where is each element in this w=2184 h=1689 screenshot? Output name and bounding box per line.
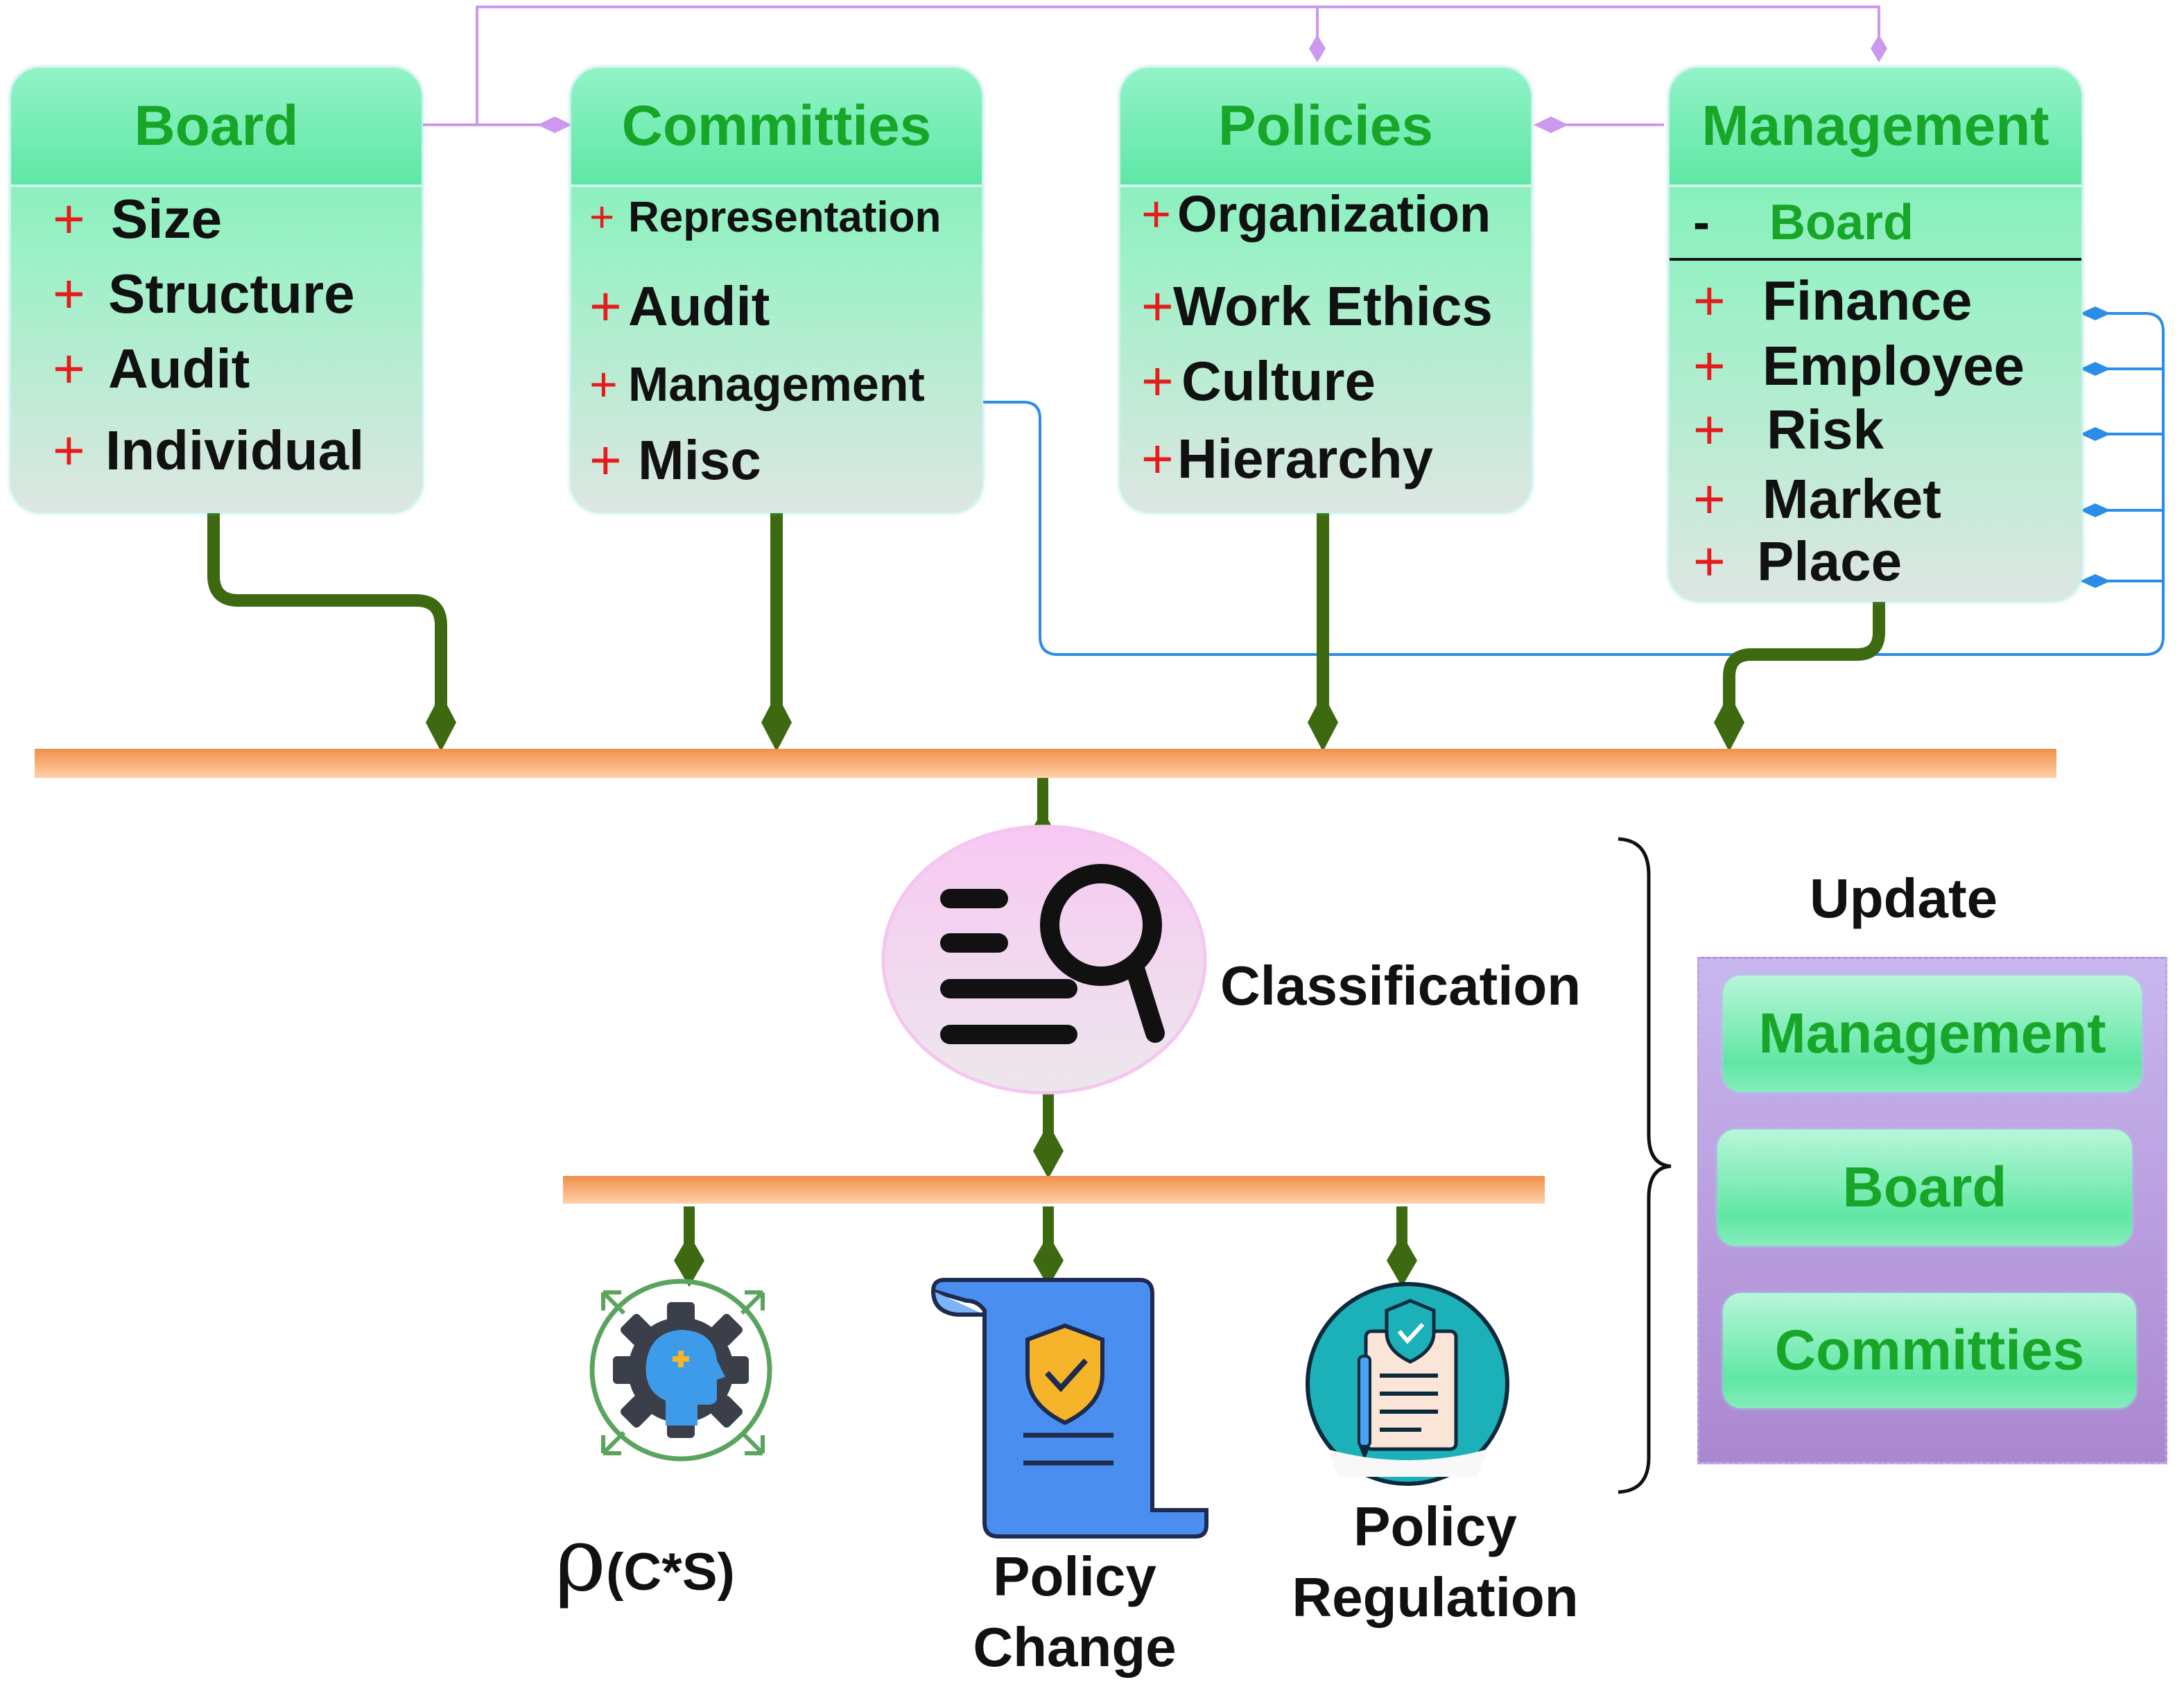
- board-attr-audit: +Audit: [53, 338, 250, 399]
- board-attr-size: +Size: [53, 188, 223, 250]
- update-panel: Management Board Committies: [1697, 957, 2167, 1464]
- management-title: Management: [1670, 68, 2081, 187]
- policies-attr-hierarchy: +Hierarchy: [1141, 428, 1434, 490]
- policy-change-label-line2: Change: [973, 1616, 1177, 1678]
- lower-bus: [563, 1176, 1545, 1204]
- regulation-document-icon: [1306, 1282, 1509, 1486]
- board-attr-individual: +Individual: [53, 419, 365, 481]
- management-attr-risk: +Risk: [1693, 399, 1884, 460]
- update-item-committies[interactable]: Committies: [1723, 1293, 2136, 1408]
- policies-box[interactable]: Policies +Organization +Work Ethics +Cul…: [1119, 67, 1532, 513]
- board-attr-structure: +Structure: [53, 263, 355, 324]
- policies-attr-organization: +Organization: [1141, 185, 1491, 243]
- classification-label: Classification: [1220, 955, 1581, 1016]
- update-item-board[interactable]: Board: [1717, 1129, 2132, 1246]
- management-attr-market: +Market: [1693, 468, 1941, 530]
- blue-diamonds: [2080, 306, 2111, 588]
- committies-attr-misc: +Misc: [589, 429, 761, 491]
- policies-title: Policies: [1120, 68, 1531, 187]
- top-bus: [35, 749, 2056, 778]
- board-box[interactable]: Board +Size +Structure +Audit +Individua…: [10, 67, 423, 513]
- green-diamonds-lower: [674, 810, 1417, 1287]
- committies-attr-audit: +Audit: [589, 275, 770, 337]
- green-connectors: [207, 507, 1885, 727]
- management-attr-employee: +Employee: [1693, 335, 2025, 397]
- management-attr-finance: +Finance: [1693, 270, 1973, 331]
- curly-brace: [1618, 837, 1672, 1494]
- rho-label: ρ(C*S): [555, 1509, 735, 1611]
- committies-attr-management: +Management: [589, 357, 925, 411]
- update-title: Update: [1810, 867, 1998, 929]
- green-diamonds-top: [426, 693, 1744, 752]
- committies-title: Committies: [571, 68, 982, 187]
- management-divider: [1670, 258, 2081, 261]
- policy-change-label-line1: Policy: [993, 1545, 1156, 1607]
- committies-box[interactable]: Committies +Representation +Audit +Manag…: [570, 67, 983, 513]
- rho-symbol: ρ: [555, 1509, 607, 1611]
- management-board-row: -Board: [1693, 195, 1914, 250]
- management-attr-place: +Place: [1693, 530, 1903, 592]
- policy-regulation-label-line1: Policy: [1353, 1496, 1517, 1557]
- policies-attr-culture: +Culture: [1141, 350, 1376, 412]
- document-search-icon: [940, 864, 1165, 1044]
- board-title: Board: [11, 68, 422, 187]
- rho-text: (C*S): [606, 1543, 735, 1602]
- policies-attr-work-ethics: +Work Ethics: [1141, 275, 1493, 337]
- shield-scroll-icon: [930, 1278, 1208, 1539]
- update-item-management[interactable]: Management: [1723, 976, 2142, 1092]
- classification-bubble: [881, 824, 1207, 1095]
- committies-attr-representation: +Representation: [589, 193, 942, 241]
- gear-head-icon: [589, 1279, 772, 1462]
- policy-regulation-label-line2: Regulation: [1292, 1566, 1579, 1628]
- association-diamonds: [537, 35, 1887, 133]
- management-box[interactable]: Management -Board +Finance +Employee +Ri…: [1668, 67, 2083, 602]
